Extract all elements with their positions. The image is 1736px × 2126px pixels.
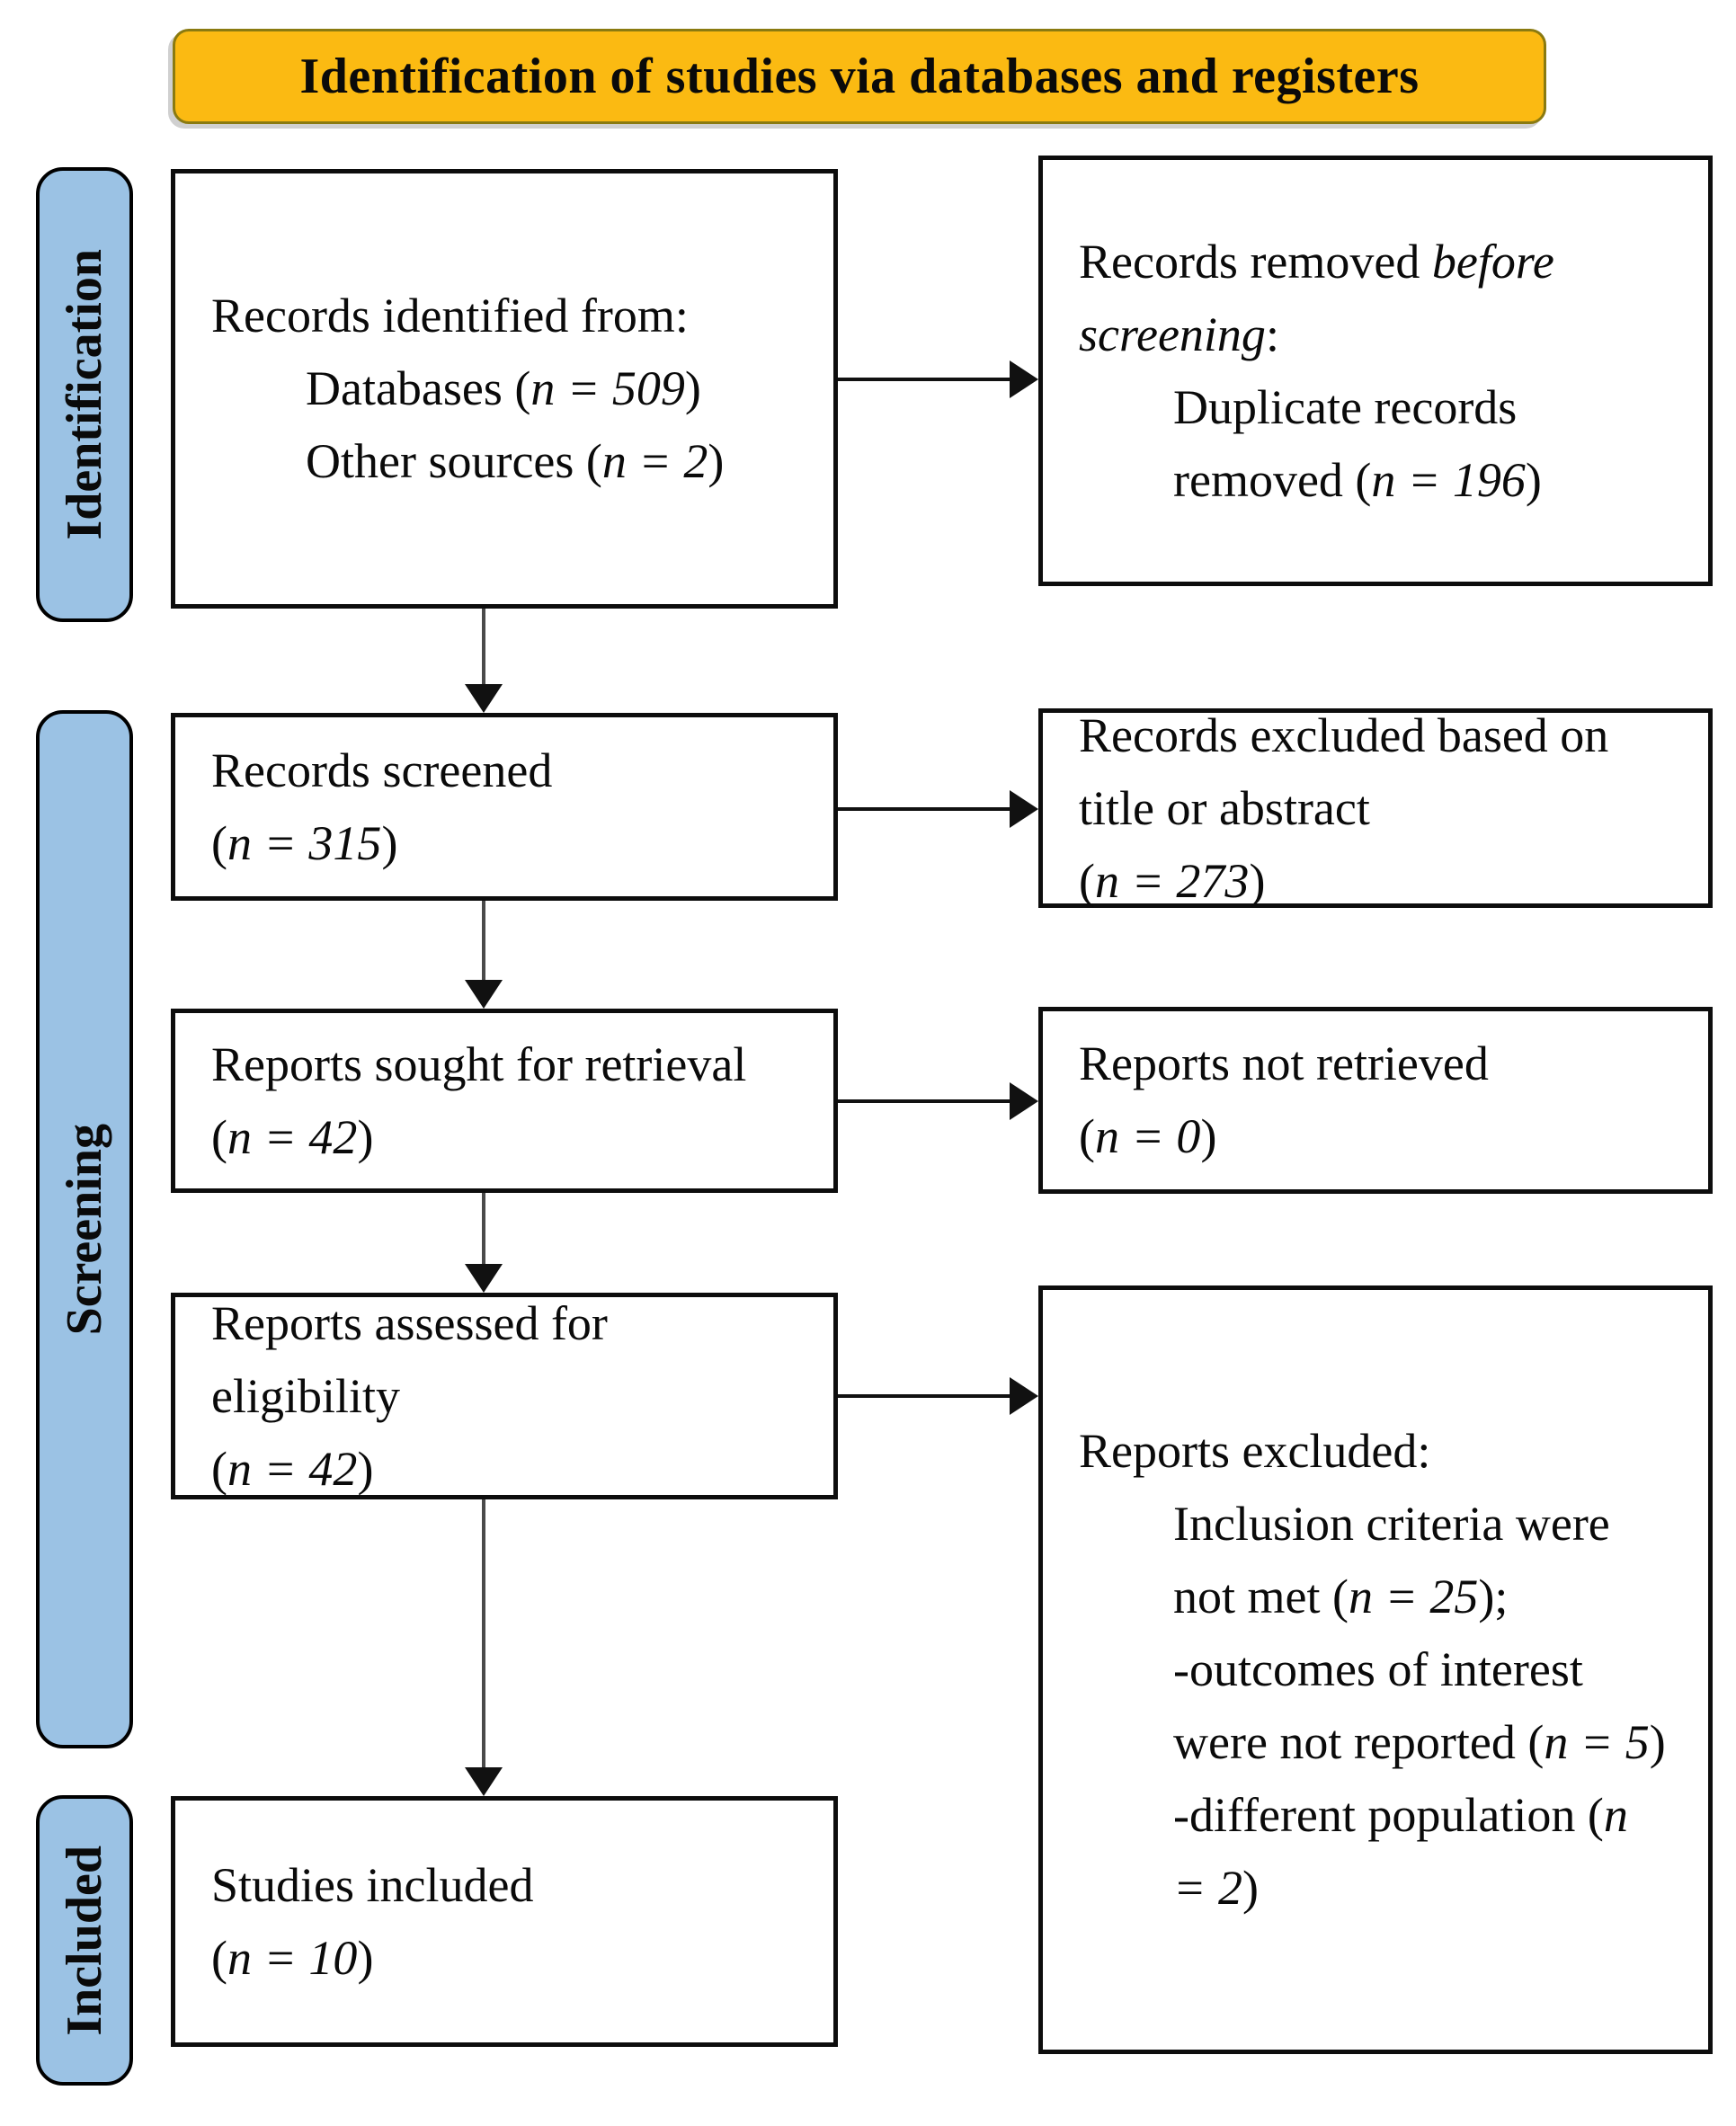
count-italic: n = 25 — [1348, 1570, 1479, 1623]
stage-label-screening: Screening — [57, 1123, 112, 1336]
box-reports-assessed: Reports assessed for eligibility (n = 42… — [171, 1293, 838, 1499]
text-segment: ) — [1249, 853, 1266, 908]
stage-label-included: Included — [57, 1845, 112, 2036]
count-italic: n = 5 — [1544, 1715, 1650, 1769]
arrow-sought-to-assessed — [482, 1193, 485, 1266]
text-segment: ) — [1525, 452, 1542, 507]
records-screened-label: Records screened — [211, 734, 797, 807]
reports-not-retrieved-count: (n = 0) — [1079, 1100, 1672, 1173]
arrow-sought-to-not-retrieved — [838, 1099, 1011, 1103]
reports-excluded-item-outcomes: -outcomes of interest were not reported … — [1173, 1633, 1672, 1779]
text-segment: ) — [381, 815, 398, 870]
count-italic: n = 2 — [1173, 1788, 1628, 1915]
count-italic: n = 509 — [530, 361, 685, 415]
arrow-screened-to-sought — [482, 901, 485, 982]
text-segment: ); — [1478, 1570, 1509, 1623]
reports-excluded-item-population: -different population (n = 2) — [1173, 1779, 1672, 1925]
text-segment: ) — [357, 1109, 374, 1164]
reports-excluded-item-inclusion: Inclusion criteria were not met (n = 25)… — [1173, 1488, 1672, 1633]
records-identified-heading: Records identified from: — [211, 280, 797, 352]
count-italic: n = 42 — [227, 1109, 358, 1164]
reports-assessed-label: Reports assessed for eligibility — [211, 1287, 797, 1433]
text-segment: ( — [211, 1441, 227, 1496]
arrow-assessed-to-reports-excluded — [838, 1394, 1011, 1398]
records-removed-heading: Records removed before screening: — [1079, 226, 1672, 371]
text-segment: ) — [708, 434, 725, 488]
stage-pill-screening: Screening — [36, 710, 133, 1748]
stage-label-identification: Identification — [57, 249, 112, 540]
text-segment: ) — [1649, 1715, 1666, 1769]
box-reports-excluded: Reports excluded: Inclusion criteria wer… — [1038, 1285, 1713, 2054]
text-segment: Records screened — [211, 743, 553, 797]
banner-title: Identification of studies via databases … — [173, 29, 1546, 124]
box-reports-not-retrieved: Reports not retrieved (n = 0) — [1038, 1007, 1713, 1194]
text-segment: Databases ( — [306, 361, 531, 415]
count-italic: n = 273 — [1094, 853, 1250, 908]
box-studies-included: Studies included (n = 10) — [171, 1796, 838, 2047]
text-segment: Reports excluded: — [1079, 1424, 1431, 1478]
text-segment: ) — [357, 1930, 374, 1985]
text-segment: Reports sought for retrieval — [211, 1036, 747, 1091]
reports-assessed-count: (n = 42) — [211, 1433, 797, 1506]
text-segment: Records excluded based on title or abstr… — [1079, 707, 1609, 835]
text-segment: Reports assessed for eligibility — [211, 1295, 608, 1423]
studies-included-label: Studies included — [211, 1849, 797, 1922]
text-segment: Other sources ( — [306, 434, 602, 488]
text-segment: ( — [211, 1930, 227, 1985]
text-segment: ( — [211, 1109, 227, 1164]
arrow-assessed-to-included — [482, 1499, 485, 1769]
count-italic: n = 196 — [1371, 452, 1526, 507]
stage-pill-identification: Identification — [36, 167, 133, 622]
reports-sought-count: (n = 42) — [211, 1101, 797, 1174]
records-identified-item-other-sources: Other sources (n = 2) — [306, 425, 797, 498]
text-segment: ) — [1200, 1109, 1217, 1163]
count-italic: n = 42 — [227, 1441, 358, 1496]
italic-phrase: before screening — [1079, 234, 1554, 361]
text-segment: Inclusion criteria were not met ( — [1173, 1497, 1610, 1623]
text-segment: -different population ( — [1173, 1788, 1604, 1842]
text-segment: -outcomes of interest were not reported … — [1173, 1642, 1583, 1769]
reports-not-retrieved-label: Reports not retrieved — [1079, 1027, 1672, 1100]
arrow-identified-to-screened — [482, 609, 485, 686]
banner-title-label: Identification of studies via databases … — [299, 49, 1420, 104]
count-italic: n = 315 — [227, 815, 382, 870]
box-records-identified: Records identified from: Databases (n = … — [171, 169, 838, 609]
box-records-excluded: Records excluded based on title or abstr… — [1038, 708, 1713, 908]
box-records-screened: Records screened (n = 315) — [171, 713, 838, 901]
reports-excluded-heading: Reports excluded: — [1079, 1415, 1672, 1488]
text-segment: ) — [684, 361, 701, 415]
box-reports-sought: Reports sought for retrieval (n = 42) — [171, 1009, 838, 1193]
records-removed-item-duplicates: Duplicate records removed (n = 196) — [1173, 371, 1672, 517]
text-segment: ( — [1079, 1109, 1095, 1163]
records-screened-count: (n = 315) — [211, 807, 797, 880]
text-segment: Records removed — [1079, 234, 1432, 289]
text-segment: ) — [1242, 1861, 1259, 1915]
count-italic: n = 10 — [227, 1930, 358, 1985]
records-excluded-label: Records excluded based on title or abstr… — [1079, 699, 1672, 845]
text-segment: Records identified from: — [211, 289, 689, 342]
count-italic: n = 0 — [1094, 1109, 1201, 1163]
text-segment: Studies included — [211, 1857, 534, 1912]
records-identified-item-databases: Databases (n = 509) — [306, 352, 797, 425]
text-segment: Duplicate records removed ( — [1173, 379, 1518, 507]
stage-pill-included: Included — [36, 1795, 133, 2086]
text-segment: : — [1265, 307, 1279, 361]
text-segment: Reports not retrieved — [1079, 1036, 1489, 1090]
text-segment: ( — [211, 815, 227, 870]
arrow-identified-to-removed — [838, 378, 1011, 381]
count-italic: n = 2 — [601, 434, 708, 488]
text-segment: ( — [1079, 853, 1095, 908]
text-segment: ) — [357, 1441, 374, 1496]
records-excluded-count: (n = 273) — [1079, 845, 1672, 918]
arrow-screened-to-excluded — [838, 807, 1011, 811]
reports-sought-label: Reports sought for retrieval — [211, 1028, 797, 1101]
studies-included-count: (n = 10) — [211, 1922, 797, 1995]
box-records-removed: Records removed before screening: Duplic… — [1038, 156, 1713, 586]
